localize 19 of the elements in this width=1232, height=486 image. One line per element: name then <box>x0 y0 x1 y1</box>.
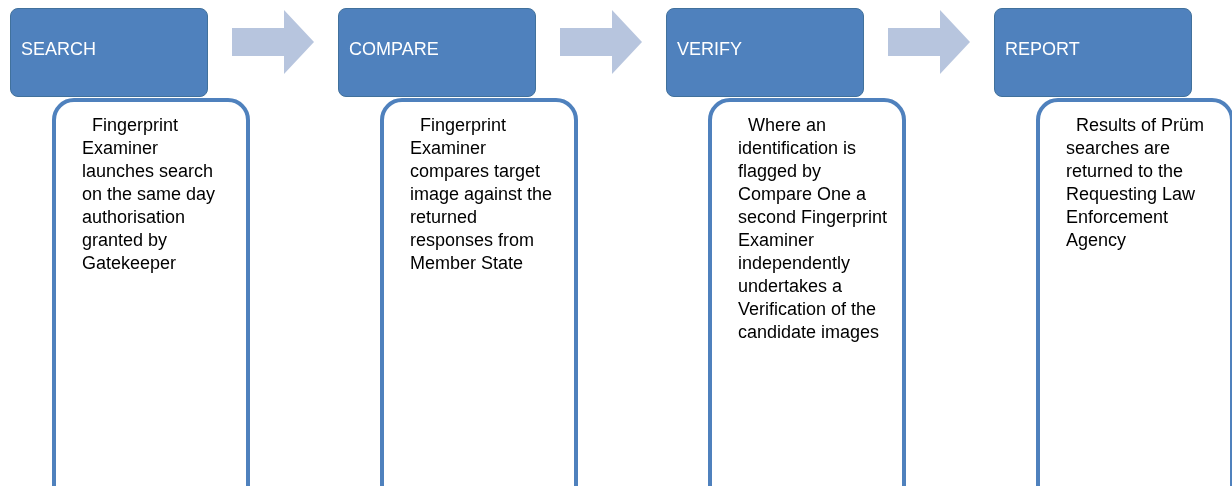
step-description-box <box>52 98 250 486</box>
step-title: SEARCH <box>21 39 96 59</box>
step-header-box <box>10 8 208 97</box>
step-header-box <box>994 8 1192 97</box>
step-header-box <box>666 8 864 97</box>
step-description-box <box>1036 98 1232 486</box>
step-description: Where an identification is flagged by Compare One a second Fingerprint Examiner independently undertakes a Verification of the candidate images <box>738 114 888 344</box>
block-arrow <box>232 10 314 74</box>
block-arrow <box>888 10 970 74</box>
step-title: REPORT <box>1005 39 1080 59</box>
step-header-box <box>338 8 536 97</box>
block-arrow <box>560 10 642 74</box>
step-title: COMPARE <box>349 39 439 59</box>
step-description: Results of Prüm searches are returned to the Requesting Law Enforcement Agency <box>1066 114 1206 252</box>
step-description-box <box>380 98 578 486</box>
step-description-box <box>708 98 906 486</box>
step-title: VERIFY <box>677 39 742 59</box>
step-description: Fingerprint Examiner launches search on the same day authorisation granted by Gatekeeper <box>82 114 217 275</box>
step-description: Fingerprint Examiner compares target image against the returned responses from Member State <box>410 114 554 275</box>
